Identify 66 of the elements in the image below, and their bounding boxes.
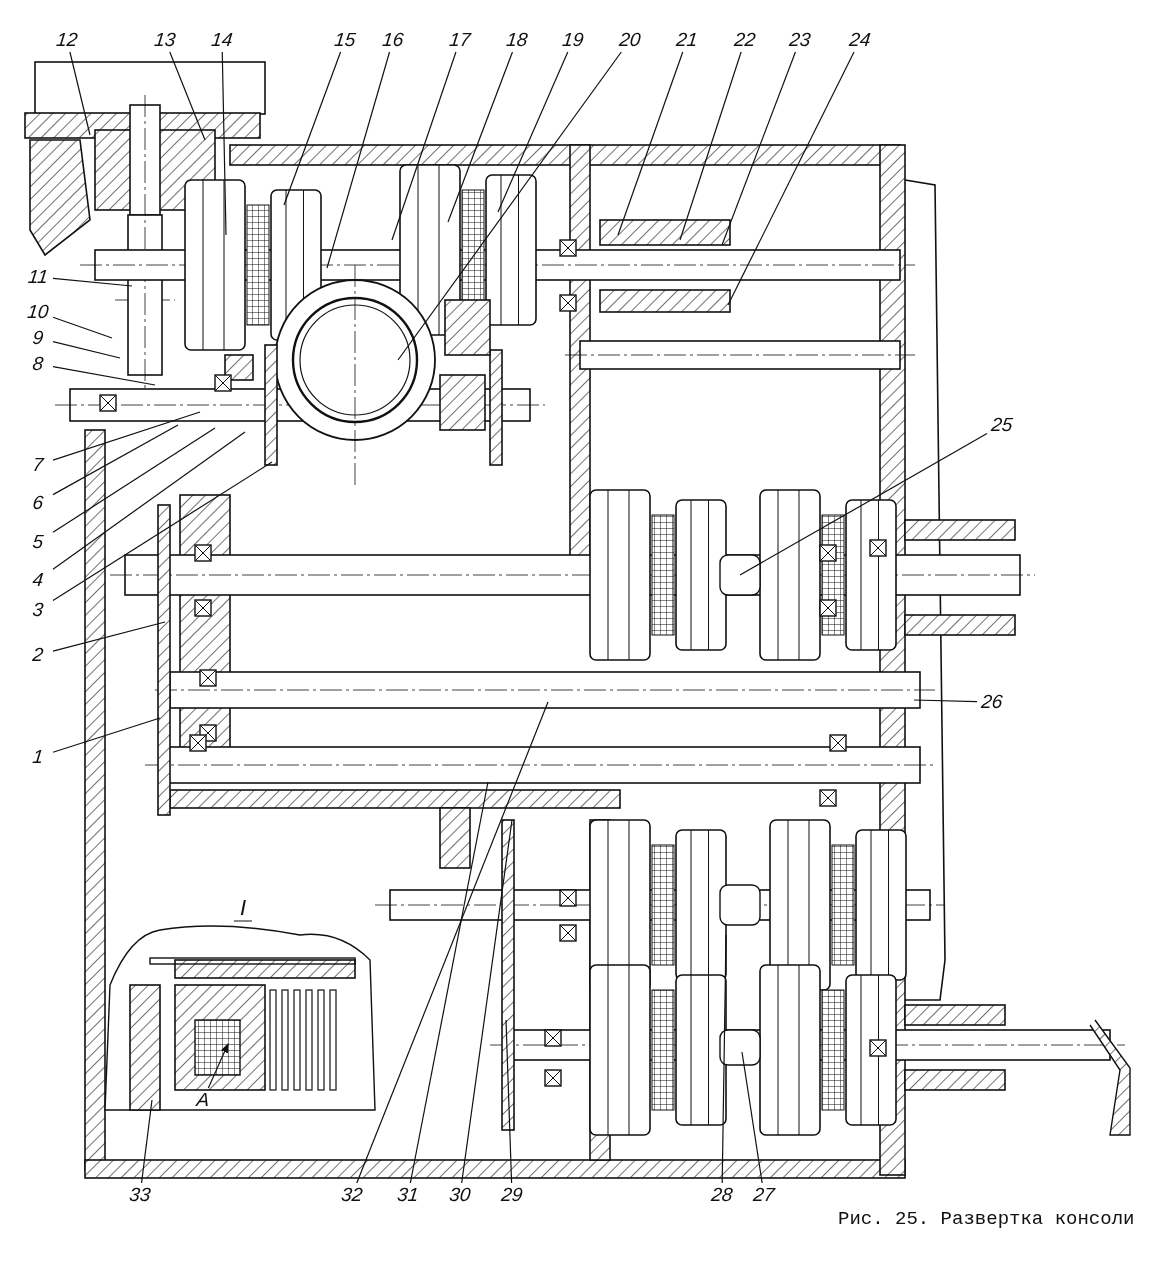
- callout-number: 9: [31, 327, 45, 349]
- leader-line: [52, 411, 201, 461]
- leader-line: [52, 461, 273, 602]
- callout-number: 24: [848, 29, 872, 51]
- callout-number: 6: [31, 492, 45, 514]
- callout-number: 33: [128, 1184, 152, 1206]
- callout-number: 26: [980, 691, 1004, 713]
- leader-line: [326, 51, 391, 269]
- callout-number: 14: [210, 29, 234, 51]
- leader-line: [356, 701, 549, 1184]
- leader-line: [497, 51, 569, 213]
- view-label: I: [233, 894, 253, 922]
- callout-number: 2: [31, 644, 45, 666]
- leader-line: [169, 51, 206, 141]
- callout-number: 12: [55, 29, 79, 51]
- callout-number: 7: [31, 454, 45, 476]
- leader-line: [140, 1099, 153, 1184]
- leader-line: [397, 51, 622, 361]
- callout-number: 23: [788, 29, 812, 51]
- leader-line: [52, 424, 179, 496]
- leader-line: [52, 621, 166, 652]
- leader-line: [221, 51, 227, 236]
- leader-line: [739, 433, 988, 576]
- leader-line: [741, 1051, 763, 1184]
- leader-line: [617, 51, 684, 236]
- callout-number: 22: [733, 29, 757, 51]
- callout-number: 3: [31, 599, 45, 621]
- callout-number: 31: [396, 1184, 420, 1206]
- leader-line: [52, 427, 216, 533]
- callout-number: 27: [752, 1184, 776, 1206]
- leader-line: [283, 51, 342, 206]
- callout-number: 18: [505, 29, 529, 51]
- leader-line: [505, 1019, 513, 1184]
- callout-number: 28: [710, 1184, 734, 1206]
- callout-number: 5: [31, 531, 45, 553]
- leader-line: [52, 277, 133, 287]
- leader-line: [913, 699, 978, 703]
- callout-number: 19: [561, 29, 585, 51]
- figure-caption: Рис. 25. Развертка консоли: [838, 1208, 1135, 1230]
- callout-number: 30: [448, 1184, 472, 1206]
- callout-number: 21: [675, 29, 699, 51]
- callout-number: 25: [990, 414, 1014, 436]
- callout-number: 17: [448, 29, 472, 51]
- leader-line: [391, 51, 457, 241]
- leader-line: [52, 316, 113, 339]
- callout-number: 4: [31, 569, 45, 591]
- leader-line: [679, 51, 742, 241]
- callout-number: 16: [381, 29, 405, 51]
- callout-number: 8: [31, 353, 45, 375]
- callout-number: 11: [27, 266, 49, 288]
- callout-number: 13: [153, 29, 177, 51]
- leader-line: [447, 51, 514, 223]
- callout-number: А: [195, 1089, 211, 1111]
- callout-number: 20: [618, 29, 642, 51]
- callout-number: 29: [500, 1184, 524, 1206]
- leader-line: [52, 366, 156, 386]
- leader-line: [52, 341, 121, 359]
- callout-number: 32: [340, 1184, 364, 1206]
- callout-number: 1: [31, 746, 45, 768]
- leader-line: [721, 51, 797, 246]
- leader-line: [52, 717, 161, 753]
- callout-number: 10: [26, 301, 50, 323]
- leader-line: [727, 51, 855, 306]
- leader-line: [69, 51, 91, 136]
- callout-number: 15: [333, 29, 357, 51]
- leader-line: [52, 431, 246, 570]
